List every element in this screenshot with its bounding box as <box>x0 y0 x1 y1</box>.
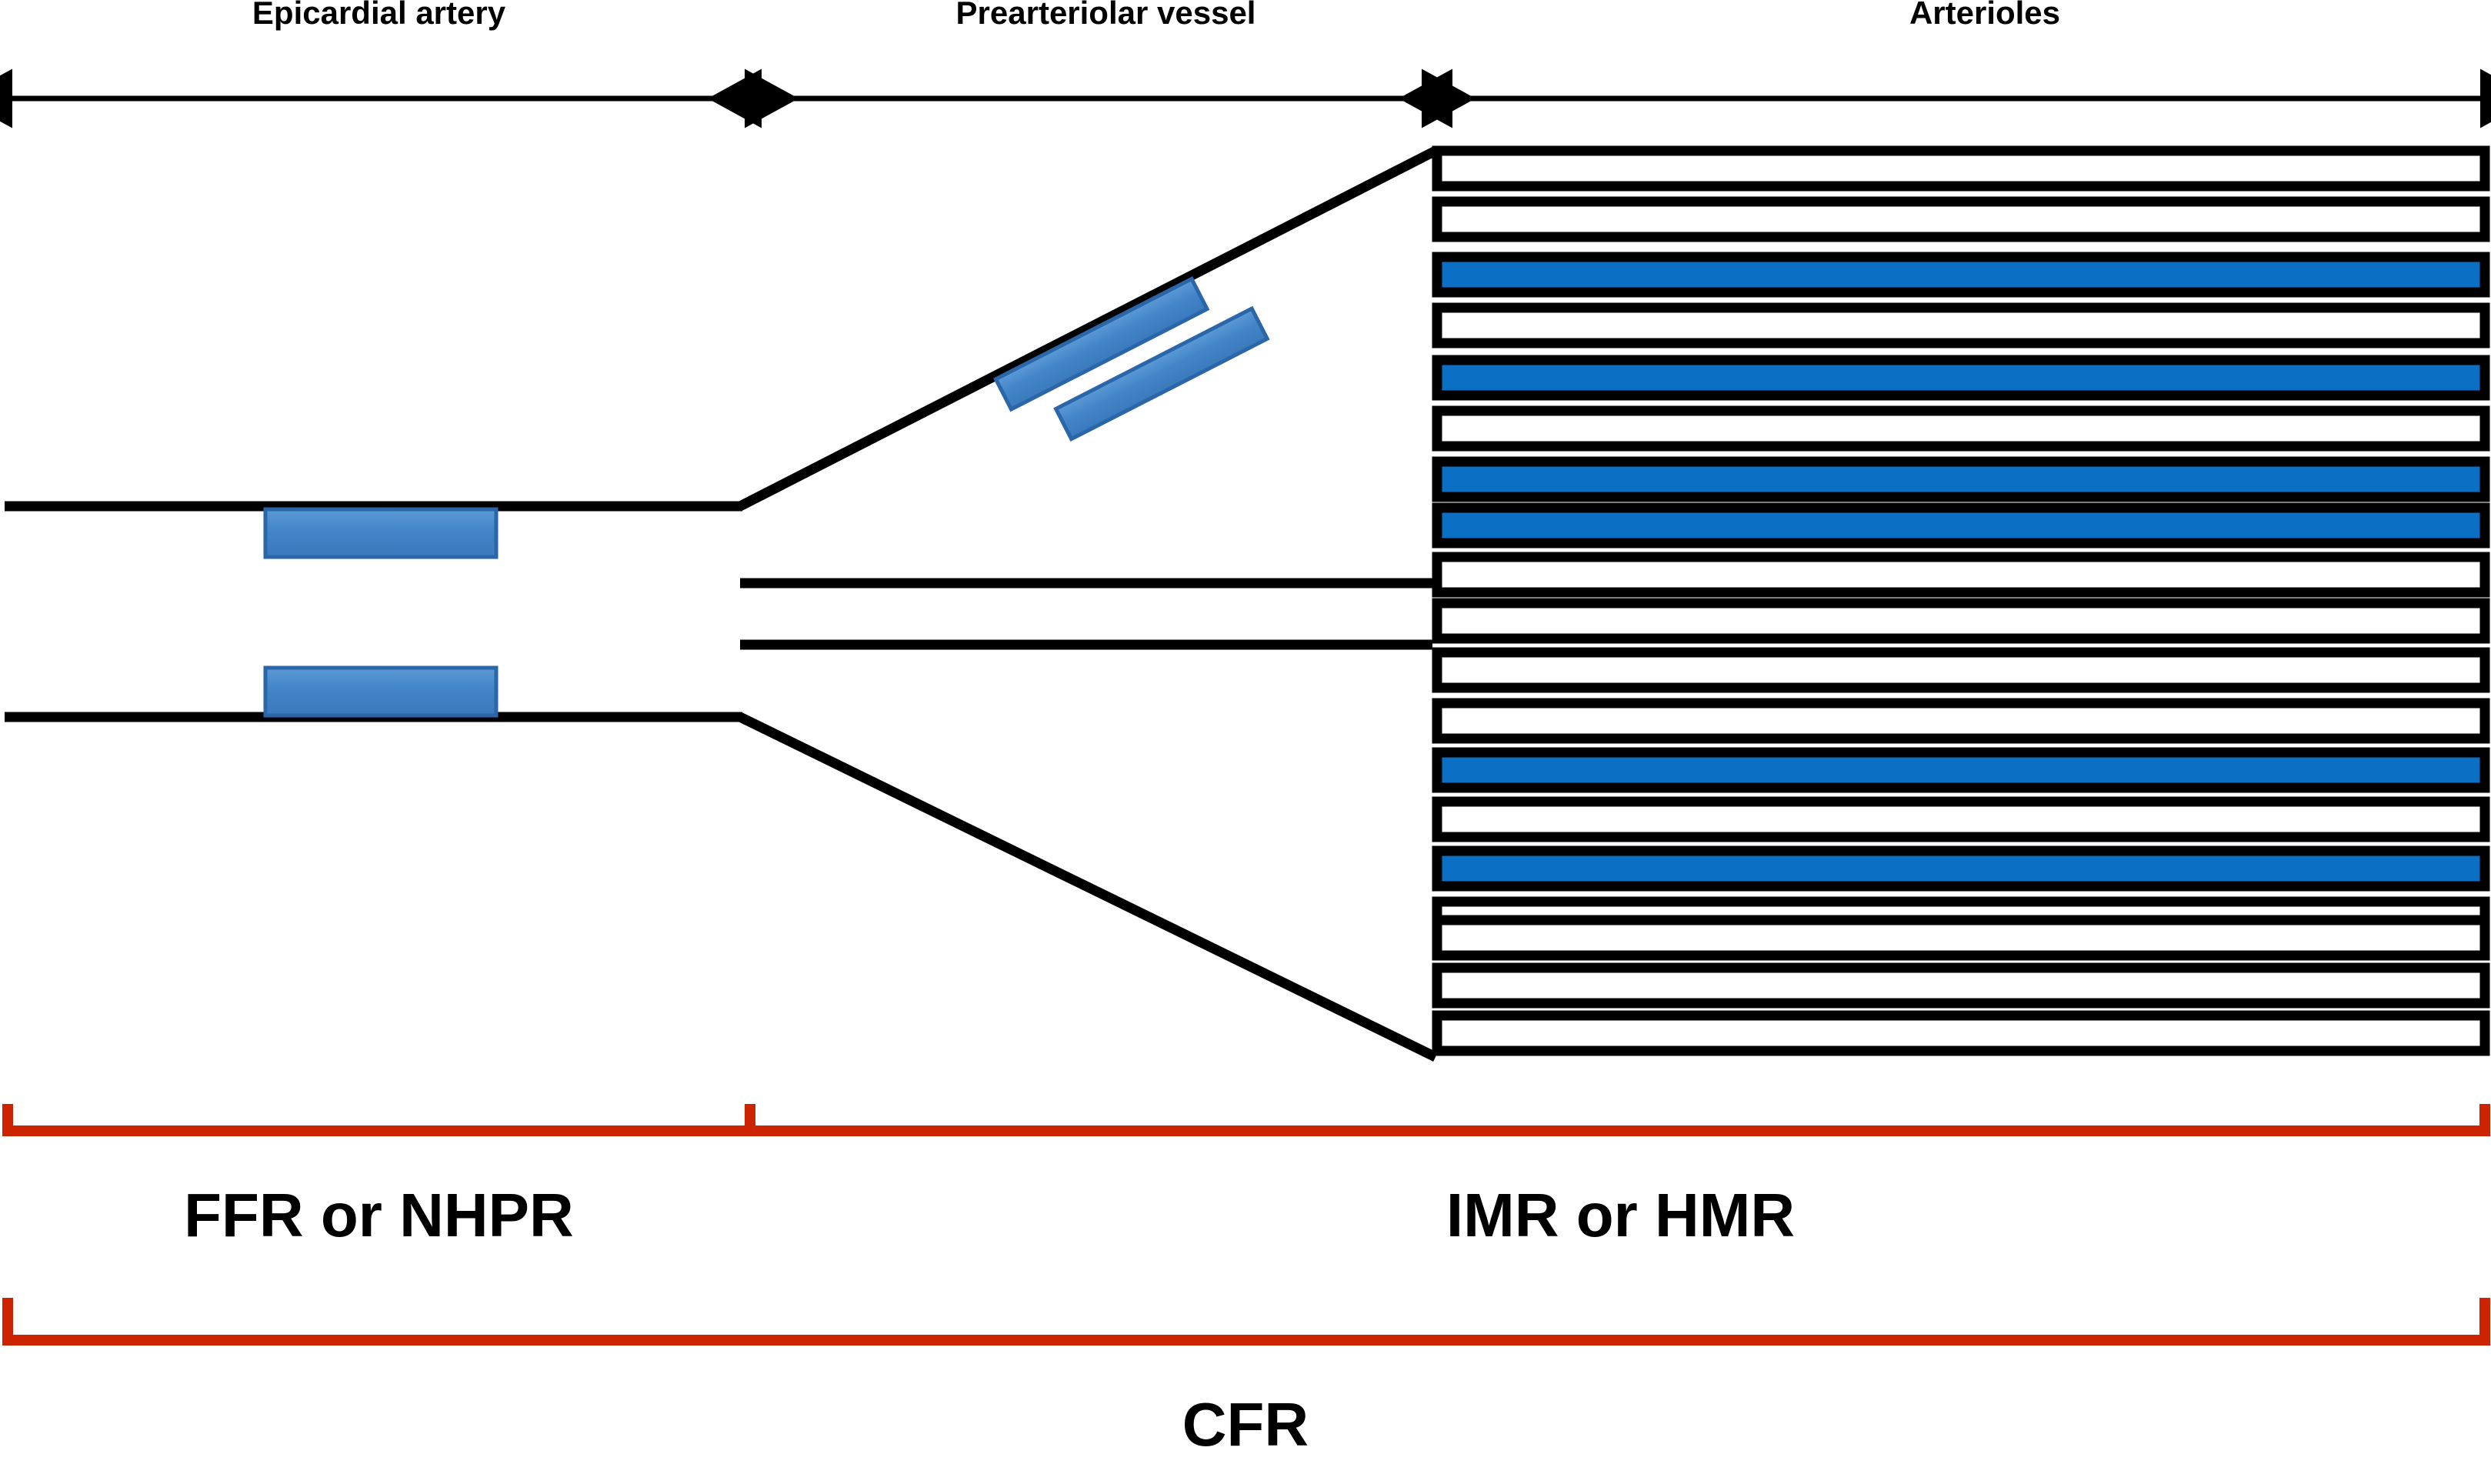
arteriole-bar-18 <box>1432 962 2490 1009</box>
bracket-caption-imr: IMR or HMR <box>1446 1181 1796 1249</box>
index-brackets <box>2 1104 2490 1346</box>
arteriole-bars <box>1432 145 2490 1056</box>
segment-label-arterioles: Arterioles <box>1909 0 2061 31</box>
arteriole-bar-11 <box>1432 647 2490 693</box>
arteriole-bar-9 <box>1432 552 2490 598</box>
plaque-lower <box>263 665 499 718</box>
epicardial-plaques <box>263 507 499 718</box>
arteriole-bar-5 <box>1432 355 2490 401</box>
arteriole-bar-4 <box>1432 302 2490 348</box>
prearteriolar-plaque-lower <box>1053 305 1270 442</box>
prearteriolar-lower-inferior-wall <box>738 712 1438 1062</box>
arteriole-bar-1 <box>1432 145 2490 192</box>
prearteriolar-vessels <box>735 146 1438 1062</box>
plaque-upper <box>263 507 499 559</box>
bracket-cfr <box>2 1298 2490 1346</box>
arteriole-bar-7 <box>1432 456 2490 502</box>
arteriole-bar-14 <box>1432 796 2490 842</box>
arteriole-bar-3 <box>1432 252 2490 298</box>
prearteriolar-plaques <box>993 276 1270 442</box>
arteriole-bar-8 <box>1432 502 2490 549</box>
arteriole-bar-2 <box>1432 196 2490 242</box>
prearteriolar-plaque-upper <box>993 276 1210 412</box>
arteriole-bar-13 <box>1432 747 2490 793</box>
segment-label-prearteriolar-vessel: Prearteriolar vessel <box>955 0 1256 31</box>
prearteriolar-upper-superior-wall <box>738 146 1438 511</box>
bracket-caption-cfr: CFR <box>1182 1390 1309 1459</box>
arteriole-bar-6 <box>1432 405 2490 452</box>
segment-label-epicardial-artery: Epicardial artery <box>252 0 506 31</box>
arteriole-bar-17 <box>1432 915 2490 961</box>
arteriole-bar-12 <box>1432 698 2490 744</box>
arteriole-bar-15 <box>1432 845 2490 892</box>
bracket-imr <box>745 1104 2490 1136</box>
bracket-caption-ffr: FFR or NHPR <box>184 1181 574 1249</box>
arteriole-bar-19 <box>1432 1010 2490 1056</box>
bracket-ffr <box>2 1104 755 1136</box>
arteriole-bar-10 <box>1432 598 2490 644</box>
